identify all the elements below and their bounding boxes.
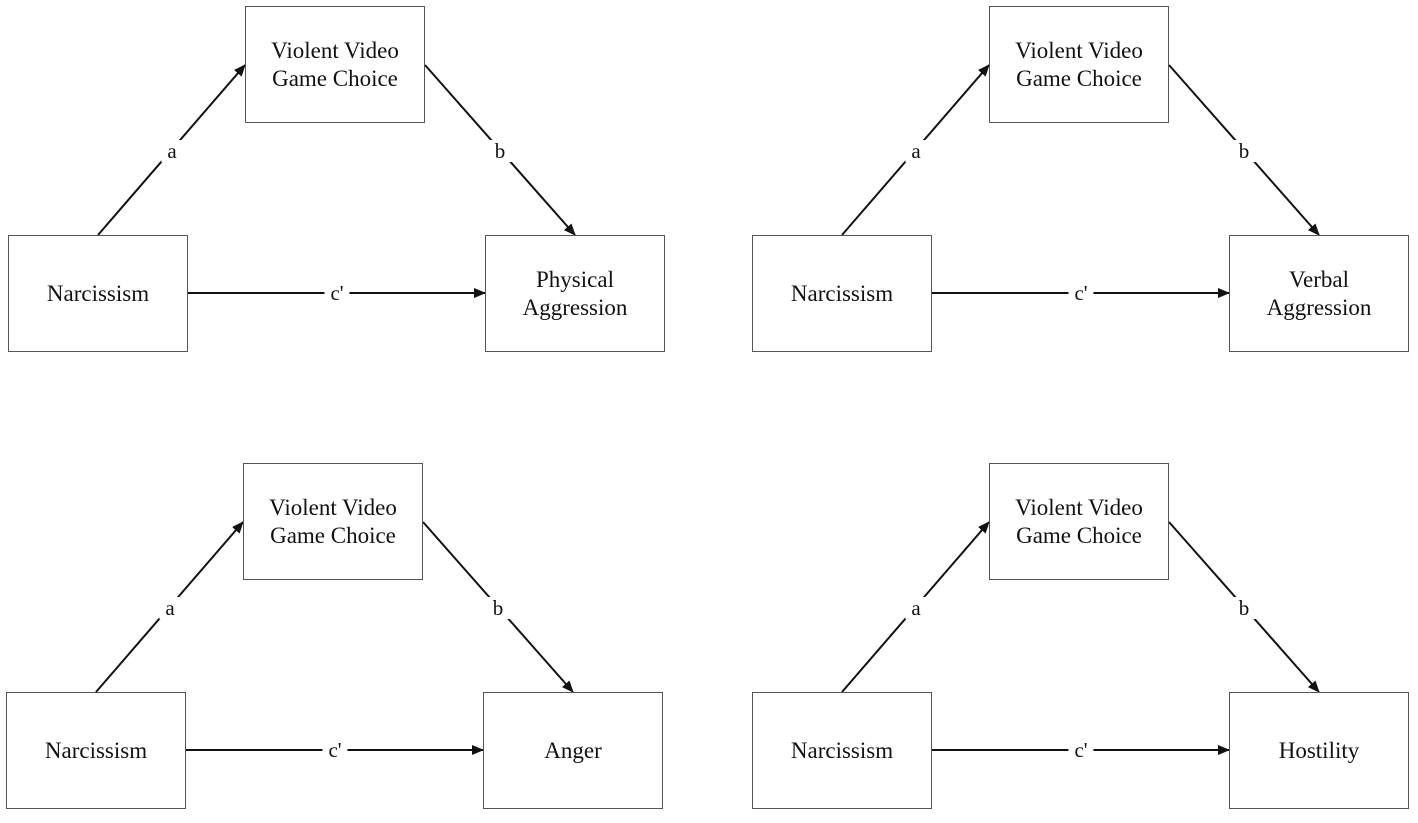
predictor-box: Narcissism bbox=[8, 235, 188, 352]
predictor-label: Narcissism bbox=[46, 280, 150, 306]
mediation-diagram-hostility: Narcissism Violent Video Game Choice Hos… bbox=[752, 463, 1418, 823]
mediator-label: Violent Video Game Choice bbox=[269, 494, 397, 548]
mediator-box: Violent Video Game Choice bbox=[989, 6, 1169, 123]
predictor-label: Narcissism bbox=[790, 737, 894, 763]
path-a-label: a bbox=[159, 597, 181, 619]
outcome-label: Verbal Aggression bbox=[1266, 266, 1372, 320]
outcome-label: Physical Aggression bbox=[522, 266, 628, 320]
path-b-label: b bbox=[486, 597, 510, 619]
path-c-label: c' bbox=[324, 282, 350, 304]
predictor-label: Narcissism bbox=[44, 737, 148, 763]
outcome-box: Hostility bbox=[1229, 692, 1409, 809]
path-b-label: b bbox=[488, 140, 512, 162]
path-a-label: a bbox=[161, 140, 183, 162]
mediation-diagram-anger: Narcissism Violent Video Game Choice Ang… bbox=[6, 463, 706, 823]
predictor-box: Narcissism bbox=[6, 692, 186, 809]
mediation-diagram-verbal-aggression: Narcissism Violent Video Game Choice Ver… bbox=[752, 6, 1418, 366]
predictor-box: Narcissism bbox=[752, 235, 932, 352]
outcome-label: Anger bbox=[544, 737, 602, 763]
path-b-label: b bbox=[1232, 140, 1256, 162]
path-a-label: a bbox=[905, 597, 927, 619]
mediator-label: Violent Video Game Choice bbox=[1015, 37, 1143, 91]
path-c-label: c' bbox=[1068, 739, 1094, 761]
mediator-box: Violent Video Game Choice bbox=[243, 463, 423, 580]
path-c-label: c' bbox=[1068, 282, 1094, 304]
outcome-box: Physical Aggression bbox=[485, 235, 665, 352]
mediator-box: Violent Video Game Choice bbox=[245, 6, 425, 123]
outcome-label: Hostility bbox=[1278, 737, 1360, 763]
predictor-box: Narcissism bbox=[752, 692, 932, 809]
path-b-label: b bbox=[1232, 597, 1256, 619]
mediator-label: Violent Video Game Choice bbox=[1015, 494, 1143, 548]
path-a-label: a bbox=[905, 140, 927, 162]
outcome-box: Verbal Aggression bbox=[1229, 235, 1409, 352]
path-c-label: c' bbox=[322, 739, 348, 761]
mediator-box: Violent Video Game Choice bbox=[989, 463, 1169, 580]
outcome-box: Anger bbox=[483, 692, 663, 809]
mediation-diagram-physical-aggression: Narcissism Violent Video Game Choice Phy… bbox=[8, 6, 708, 366]
predictor-label: Narcissism bbox=[790, 280, 894, 306]
mediator-label: Violent Video Game Choice bbox=[271, 37, 399, 91]
